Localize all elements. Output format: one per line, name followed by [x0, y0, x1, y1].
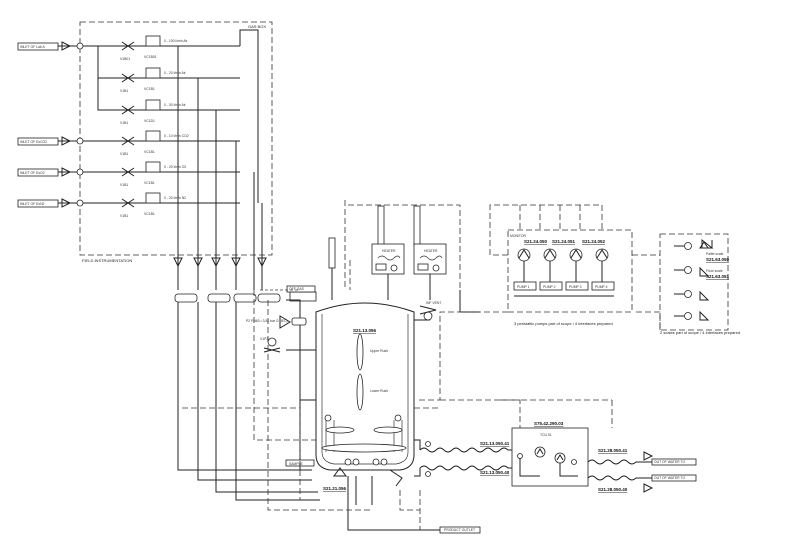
- signal-lines: [182, 254, 661, 530]
- gas-box: GAS BOX FIELD INSTRUMENTATION: [79, 21, 273, 263]
- pump-label-2: PUMP 2: [543, 285, 556, 289]
- upper-rush-label: Upper Rush: [370, 349, 388, 353]
- scales-note: 2 scales part of scope / 4 interfaces pr…: [660, 330, 740, 335]
- tcu-label: TCU 01: [540, 433, 552, 437]
- mfc-range: 0 - 30 l/min Air: [164, 103, 187, 107]
- floor-scale-tag: S21.63.051: [706, 274, 730, 279]
- tcu-dest-2: OUT OF WATER TO: [654, 476, 685, 480]
- gas-inlet-row-3: V1B1 VC1D1 0 - 30 l/min Air: [97, 78, 240, 125]
- mfc-range: 0 - 20 l/min O2: [164, 165, 186, 169]
- mfc-tag: VC1D1: [144, 119, 155, 123]
- gas-header-lines: [173, 29, 320, 501]
- pump-tag-2: S21.24.051: [552, 239, 576, 244]
- pump-monitor-section: MONITOR S21.24.050 S21.24.051 S21.24.052…: [416, 204, 633, 401]
- inlet-label: INLET OF ExCO2: [20, 140, 47, 144]
- off-gas-label: OFF GAS: [289, 287, 305, 291]
- mfc-tag: VC1B1: [144, 212, 155, 216]
- valve-tag: V1B1: [120, 183, 128, 187]
- gas-inlet-row-4: INLET OF ExCO2 V1B1 VC1B1 0 - 10 l/min C…: [17, 130, 240, 156]
- field-instrumentation-label: FIELD INSTRUMENTATION: [82, 258, 132, 263]
- tcu-outlet-tag-2: S21.28.050.40: [598, 487, 628, 492]
- pump-note: 3 peristaltic pumps part of scope / 4 in…: [514, 321, 613, 326]
- inlet-label: INLET OF ExN2: [20, 202, 45, 206]
- valve-tag: V1B01: [120, 57, 130, 61]
- vessel-bottom-tag: S21.21.056: [323, 486, 347, 491]
- pump-label-3: PUMP 3: [569, 285, 582, 289]
- valve-tag: V1P3: [260, 337, 268, 341]
- tcu-line-tag-1: S21.13.050.41: [480, 441, 510, 446]
- product-outlet-label: PRODUCT OUTLET: [444, 528, 475, 532]
- mfc-range: 0 - 20 l/min N2: [164, 196, 186, 200]
- tcu-unit: S75.42.290.03 TCU 01 S21.13.050.41 S21.1…: [416, 399, 697, 493]
- mfc-range: 0 - 10 l/min CO2: [164, 134, 189, 138]
- heater-label-2: HEATER: [424, 249, 438, 253]
- pressure-safety: P2 PN63 • 3,81 bar G (IEC) V1P3: [246, 315, 316, 353]
- inlet-label: INLET OF Lab A: [20, 45, 46, 49]
- bioreactor-vessel: S21.13.056 Upper Rush Lower Rush S21.21.…: [285, 302, 481, 534]
- mfc-tag: VC1B1: [144, 87, 155, 91]
- mfc-tag: VC1B01: [144, 55, 157, 59]
- pallet-scale-tag: S21.63.050: [706, 257, 730, 262]
- pump-label-1: PUMP 1: [517, 285, 530, 289]
- mfc-range: 0 - 20 l/min Air: [164, 71, 187, 75]
- pump-tag-1: S21.24.050: [524, 239, 548, 244]
- tcu-tag: S75.42.290.03: [534, 421, 564, 426]
- lower-rush-label: Lower Rush: [370, 389, 388, 393]
- tcu-line-tag-2: S21.13.050.40: [480, 470, 510, 475]
- vessel-tag: S21.13.056: [353, 328, 377, 333]
- pump-tag-3: S21.24.052: [582, 239, 606, 244]
- pressure-note: P2 PN63 • 3,81 bar G (IEC): [246, 319, 288, 323]
- gas-inlet-row-1: INLET OF Lab A V1B01 VC1B01 0 - 100 l/mi…: [17, 35, 240, 61]
- pallet-scale-label: Pallet scale: [706, 252, 723, 256]
- mfc-tag: VC1B1: [144, 181, 155, 185]
- vent-label: INF VENT: [426, 301, 441, 305]
- floor-scale-label: Floor scale: [706, 269, 723, 273]
- heater-label-1: HEATER: [382, 249, 396, 253]
- tcu-dest-1: OUT OF WATER TO: [654, 460, 685, 464]
- tcu-outlet-tag-1: S21.28.050.41: [598, 448, 628, 453]
- gas-inlet-row-6: INLET OF ExN2 V1B1 VC1B1 0 - 20 l/min N2: [17, 192, 240, 218]
- scales-section: Pallet scale S21.63.050 Floor scale S21.…: [659, 233, 740, 335]
- valve-tag: V1B1: [120, 214, 128, 218]
- sample-label: SAMPLE: [289, 462, 303, 466]
- monitor-label: MONITOR: [510, 234, 526, 238]
- valve-tag: V1B1: [120, 121, 128, 125]
- off-gas-vent: INF VENT OFF GAS: [260, 237, 441, 321]
- valve-tag: V1B1: [120, 152, 128, 156]
- inlet-label: INLET OF ExO2: [20, 171, 45, 175]
- gas-box-title: GAS BOX: [248, 24, 266, 29]
- gas-inlet-row-2: V1B1 VC1B1 0 - 20 l/min Air: [97, 46, 240, 93]
- gas-inlet-row-5: INLET OF ExO2 V1B1 VC1B1 0 - 20 l/min O2: [17, 161, 240, 187]
- heater-assembly: HEATER HEATER: [344, 200, 480, 313]
- mfc-range: 0 - 100 l/min Air: [164, 39, 188, 43]
- mfc-tag: VC1B1: [144, 150, 155, 154]
- valve-tag: V1B1: [120, 89, 128, 93]
- pump-label-4: PUMP 4: [595, 285, 608, 289]
